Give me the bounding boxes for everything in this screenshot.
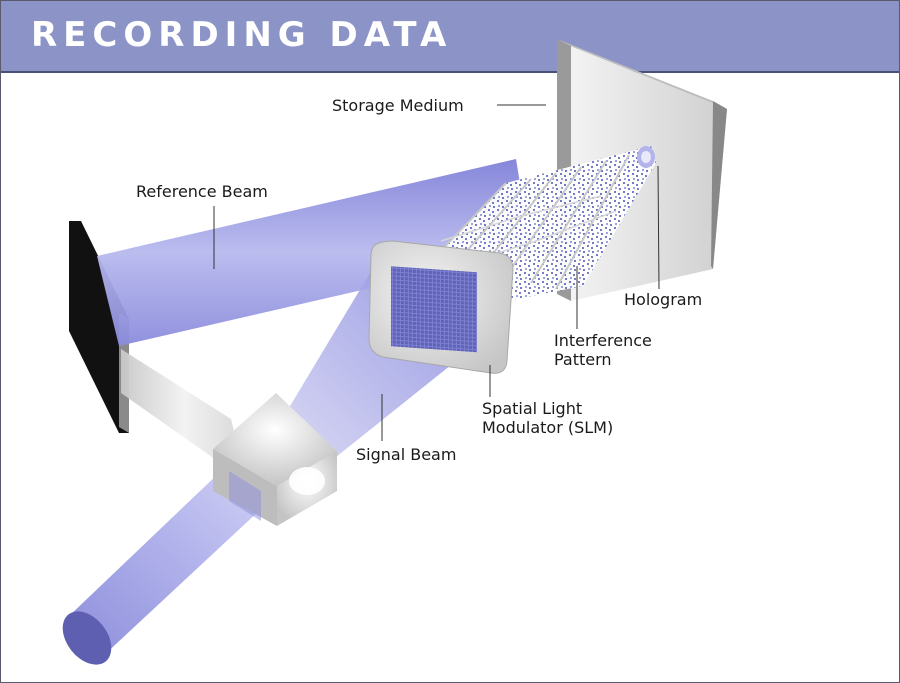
label-slm-line2: Modulator (SLM) bbox=[482, 418, 613, 437]
beam-splitter-cube bbox=[213, 393, 337, 526]
label-signal-beam: Signal Beam bbox=[356, 445, 456, 464]
input-laser-beam bbox=[62, 471, 261, 665]
slm-pixel-grid bbox=[391, 266, 477, 353]
label-hologram: Hologram bbox=[624, 290, 702, 309]
page-title: RECORDING DATA bbox=[31, 15, 453, 55]
label-interference-line2: Pattern bbox=[554, 350, 612, 369]
hologram-spot bbox=[637, 146, 655, 168]
spatial-light-modulator bbox=[368, 240, 514, 374]
header-banner: RECORDING DATA bbox=[1, 1, 899, 73]
label-reference-beam: Reference Beam bbox=[136, 182, 268, 201]
label-storage-medium: Storage Medium bbox=[332, 96, 464, 115]
label-slm-line1: Spatial Light bbox=[482, 399, 582, 418]
label-interference-line1: Interference bbox=[554, 331, 652, 350]
leader-lines bbox=[213, 104, 660, 441]
reference-beam bbox=[97, 159, 531, 346]
